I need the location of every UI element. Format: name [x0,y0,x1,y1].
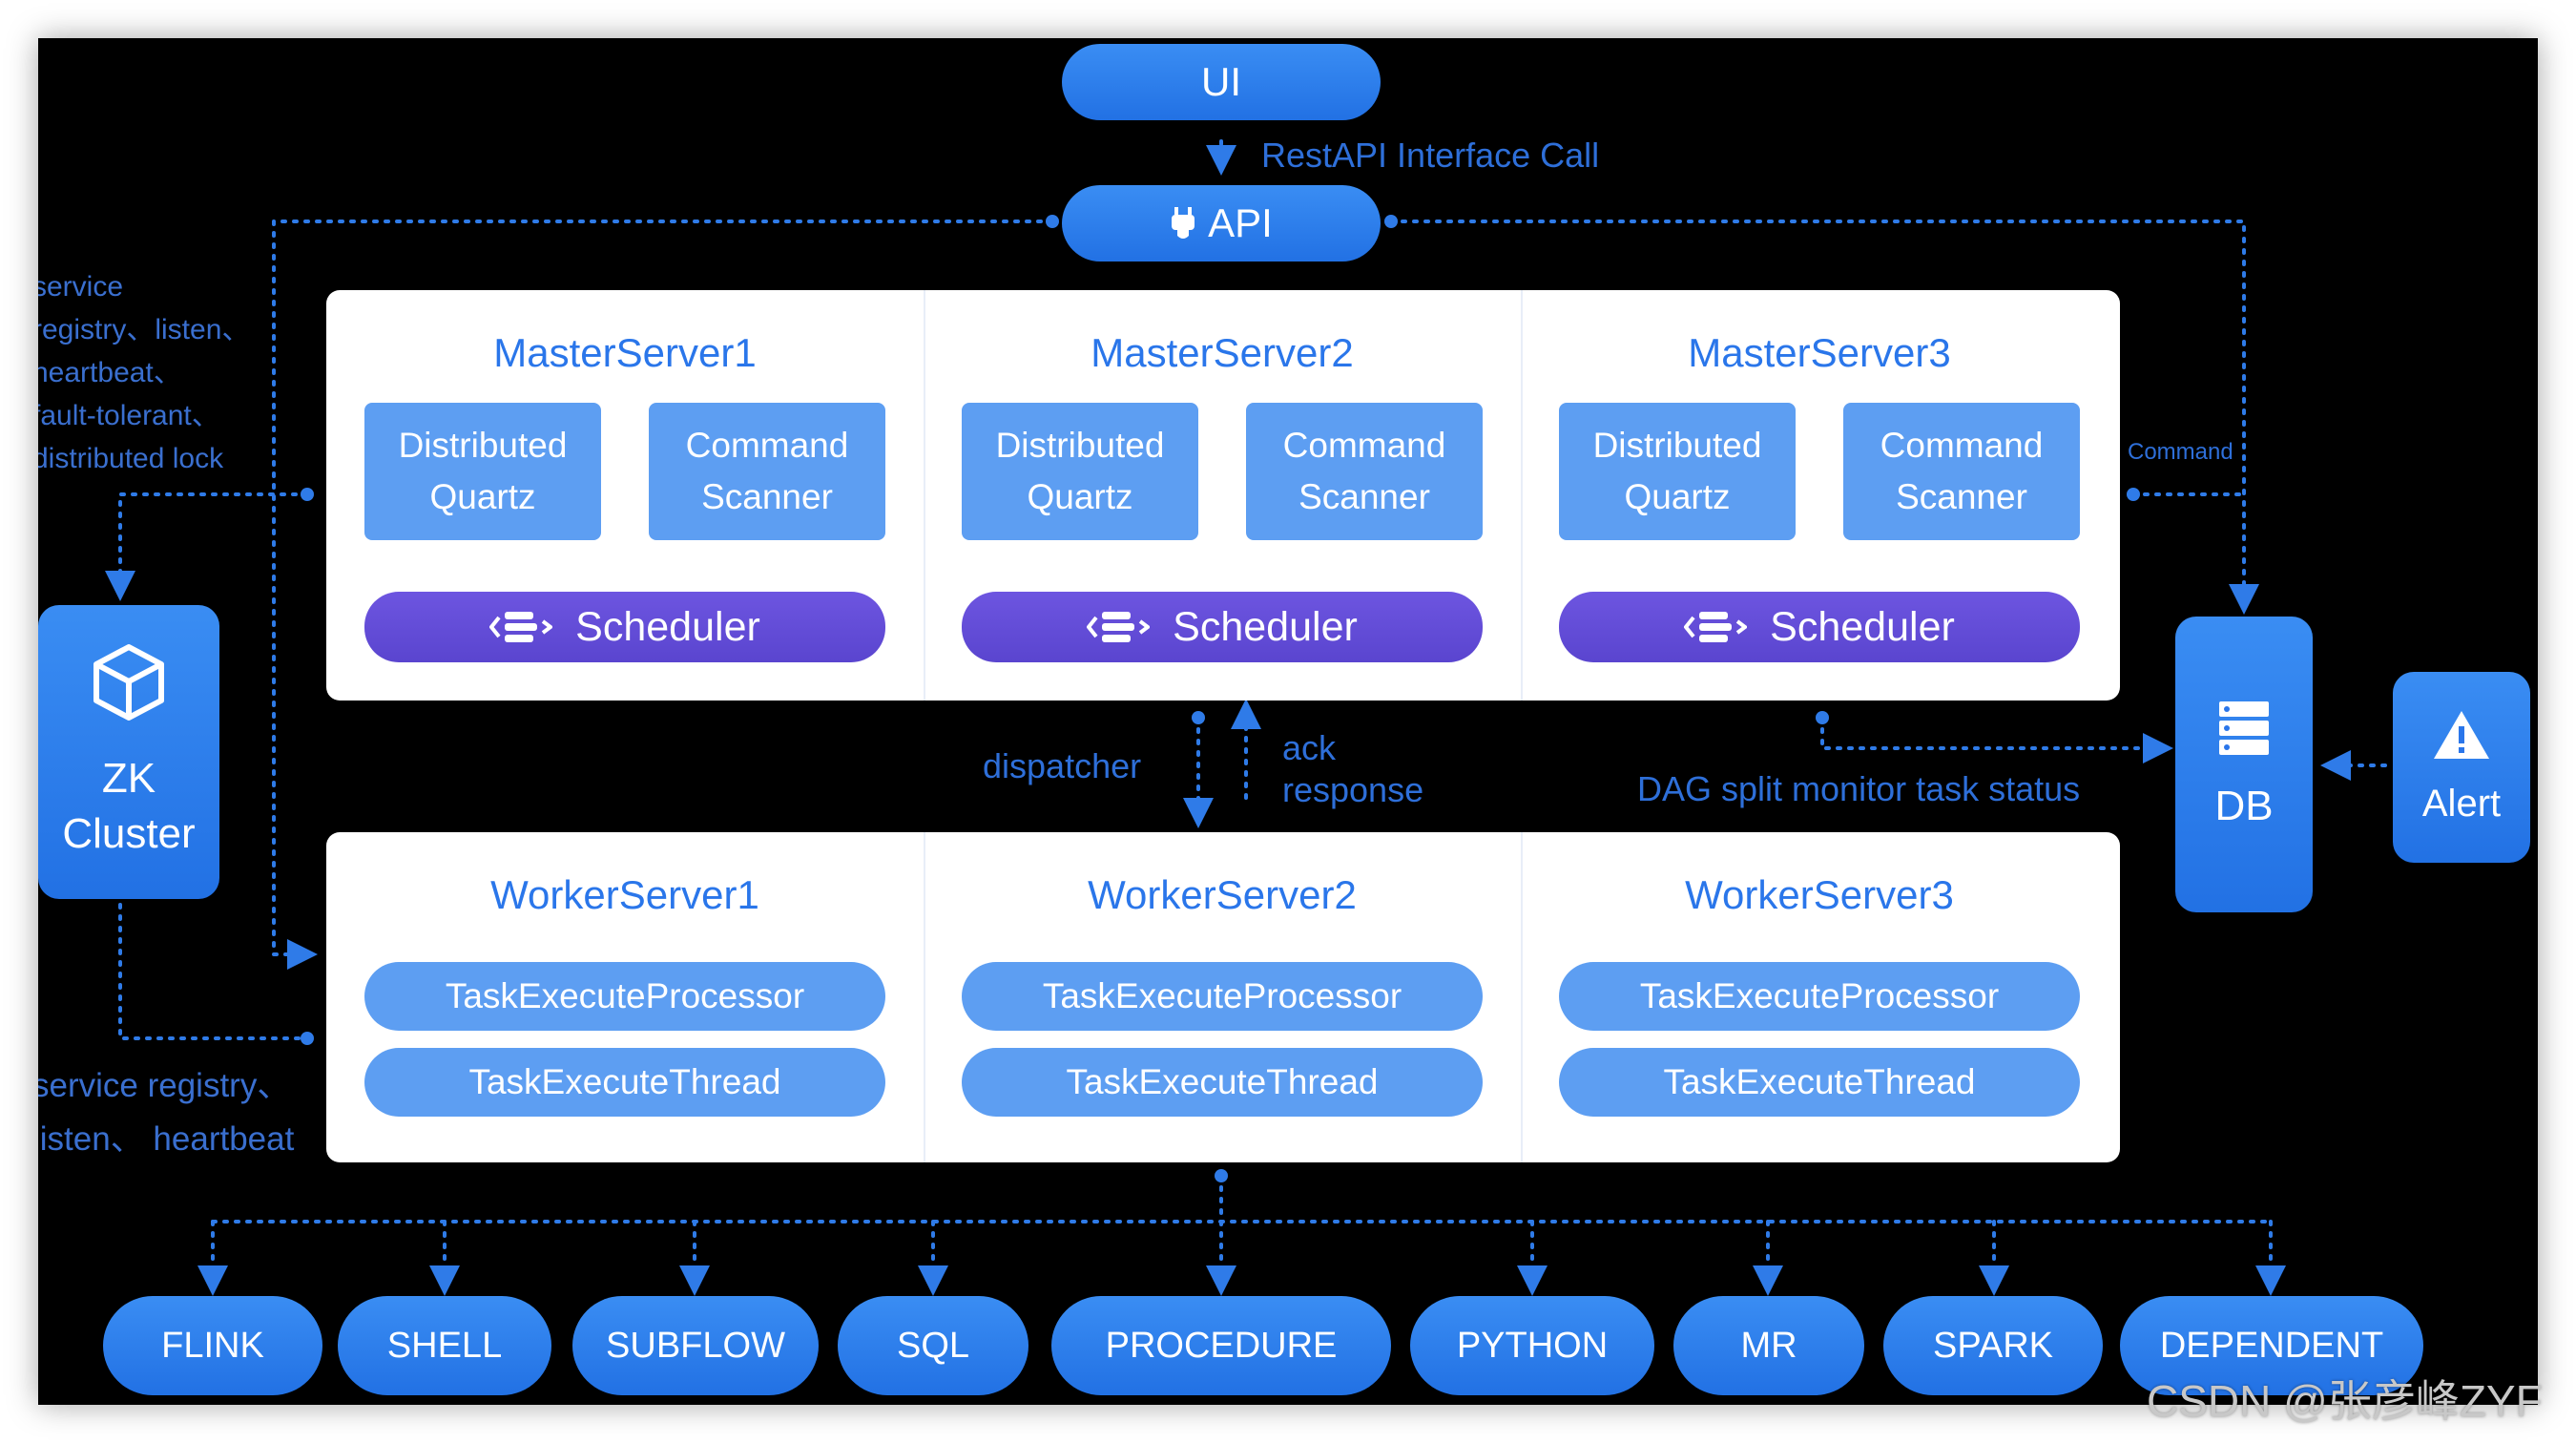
db-label: DB [2214,782,2274,829]
scanner-line: Scanner [1298,477,1430,516]
zk-note-top: service registry、listen、 heartbeat、 faul… [38,265,250,480]
db-node: DB [2175,617,2313,912]
alert-node: Alert [2393,672,2530,863]
distributed-quartz: Distributed Quartz [364,403,601,540]
scheduler-icon [1087,612,1151,642]
command-scanner: Command Scanner [1246,403,1483,540]
zk-note-line: fault-tolerant、 [38,400,220,431]
quartz-line: Distributed [1592,426,1762,465]
scheduler-label: Scheduler [1173,603,1358,650]
alert-label: Alert [2421,783,2502,825]
worker-title: WorkerServer1 [490,872,759,917]
task-execute-thread: TaskExecuteThread [364,1048,885,1117]
watermark: CSDN @张彦峰ZYF [2147,1376,2543,1426]
task-type-python: PYTHON [1410,1296,1654,1395]
scanner-line: Scanner [701,477,833,516]
scheduler-label: Scheduler [1770,603,1955,650]
scanner-line: Command [685,426,849,465]
api-icon [1170,205,1196,241]
command-note: Command [2128,439,2233,465]
quartz-line: Distributed [398,426,568,465]
cube-icon [93,643,165,726]
task-execute-processor: TaskExecuteProcessor [962,962,1483,1031]
task-type-flink: FLINK [103,1296,322,1395]
scheduler-label: Scheduler [575,603,760,650]
database-icon [2217,700,2271,762]
panel-divider [1521,290,1523,701]
dispatcher-note: dispatcher [983,746,1142,785]
restapi-note: RestAPI Interface Call [1261,136,1600,175]
task-execute-thread: TaskExecuteThread [1559,1048,2080,1117]
command-scanner: Command Scanner [1843,403,2080,540]
scheduler: Scheduler [962,592,1483,662]
zk-label: Cluster [62,809,196,857]
scheduler: Scheduler [364,592,885,662]
zk-label: ZK [101,754,156,802]
zk-note-line: registry、listen、 [38,314,251,345]
task-execute-thread: TaskExecuteThread [962,1048,1483,1117]
ui-label: UI [1201,59,1241,104]
distributed-quartz: Distributed Quartz [962,403,1198,540]
task-type-shell: SHELL [338,1296,551,1395]
warning-icon [2432,709,2491,765]
quartz-line: Quartz [1027,477,1133,516]
master-panel: MasterServer1 Distributed Quartz Command… [326,290,2120,701]
scheduler-icon [489,612,553,642]
task-execute-processor: TaskExecuteProcessor [1559,962,2080,1031]
worker-panel: WorkerServer1 TaskExecuteProcessor TaskE… [326,832,2120,1162]
connector-lines [105,139,2387,1296]
zk-cluster-node: ZK Cluster [38,605,219,899]
panel-divider [924,832,925,1162]
task-type-procedure: PROCEDURE [1051,1296,1391,1395]
scanner-line: Command [1282,426,1446,465]
scanner-line: Scanner [1896,477,2027,516]
panel-divider [1521,832,1523,1162]
scheduler-icon [1684,612,1748,642]
architecture-diagram: UI RestAPI Interface Call API service re… [38,38,2538,1405]
task-type-dependent: DEPENDENT [2120,1296,2423,1395]
dag-note: DAG split monitor task status [1637,769,2081,808]
scheduler: Scheduler [1559,592,2080,662]
quartz-line: Quartz [429,477,536,516]
distributed-quartz: Distributed Quartz [1559,403,1796,540]
worker-title: WorkerServer3 [1685,872,1954,917]
panel-divider [924,290,925,701]
task-type-sql: SQL [838,1296,1028,1395]
task-execute-processor: TaskExecuteProcessor [364,962,885,1031]
zk-note-line: distributed lock [38,443,224,474]
task-type-spark: SPARK [1883,1296,2103,1395]
task-type-mr: MR [1673,1296,1864,1395]
ui-node: UI [1062,44,1381,120]
zk-note-line: listen、 heartbeat [38,1120,295,1158]
ack-note: ack response [1282,727,1423,811]
zk-note-bottom: service registry、 listen、 heartbeat [38,1059,294,1166]
ack-line: response [1282,770,1424,809]
zk-note-line: service [38,271,124,303]
scanner-line: Command [1880,426,2044,465]
worker-title: WorkerServer2 [1088,872,1357,917]
quartz-line: Distributed [995,426,1165,465]
api-node: API [1062,185,1381,261]
master-title: MasterServer3 [1688,330,1951,375]
command-scanner: Command Scanner [649,403,885,540]
master-title: MasterServer2 [1091,330,1354,375]
api-label: API [1208,200,1273,245]
quartz-line: Quartz [1624,477,1731,516]
ack-line: ack [1282,728,1337,767]
zk-note-line: service registry、 [38,1067,291,1104]
master-title: MasterServer1 [493,330,757,375]
zk-note-line: heartbeat、 [38,357,182,388]
task-type-subflow: SUBFLOW [572,1296,819,1395]
